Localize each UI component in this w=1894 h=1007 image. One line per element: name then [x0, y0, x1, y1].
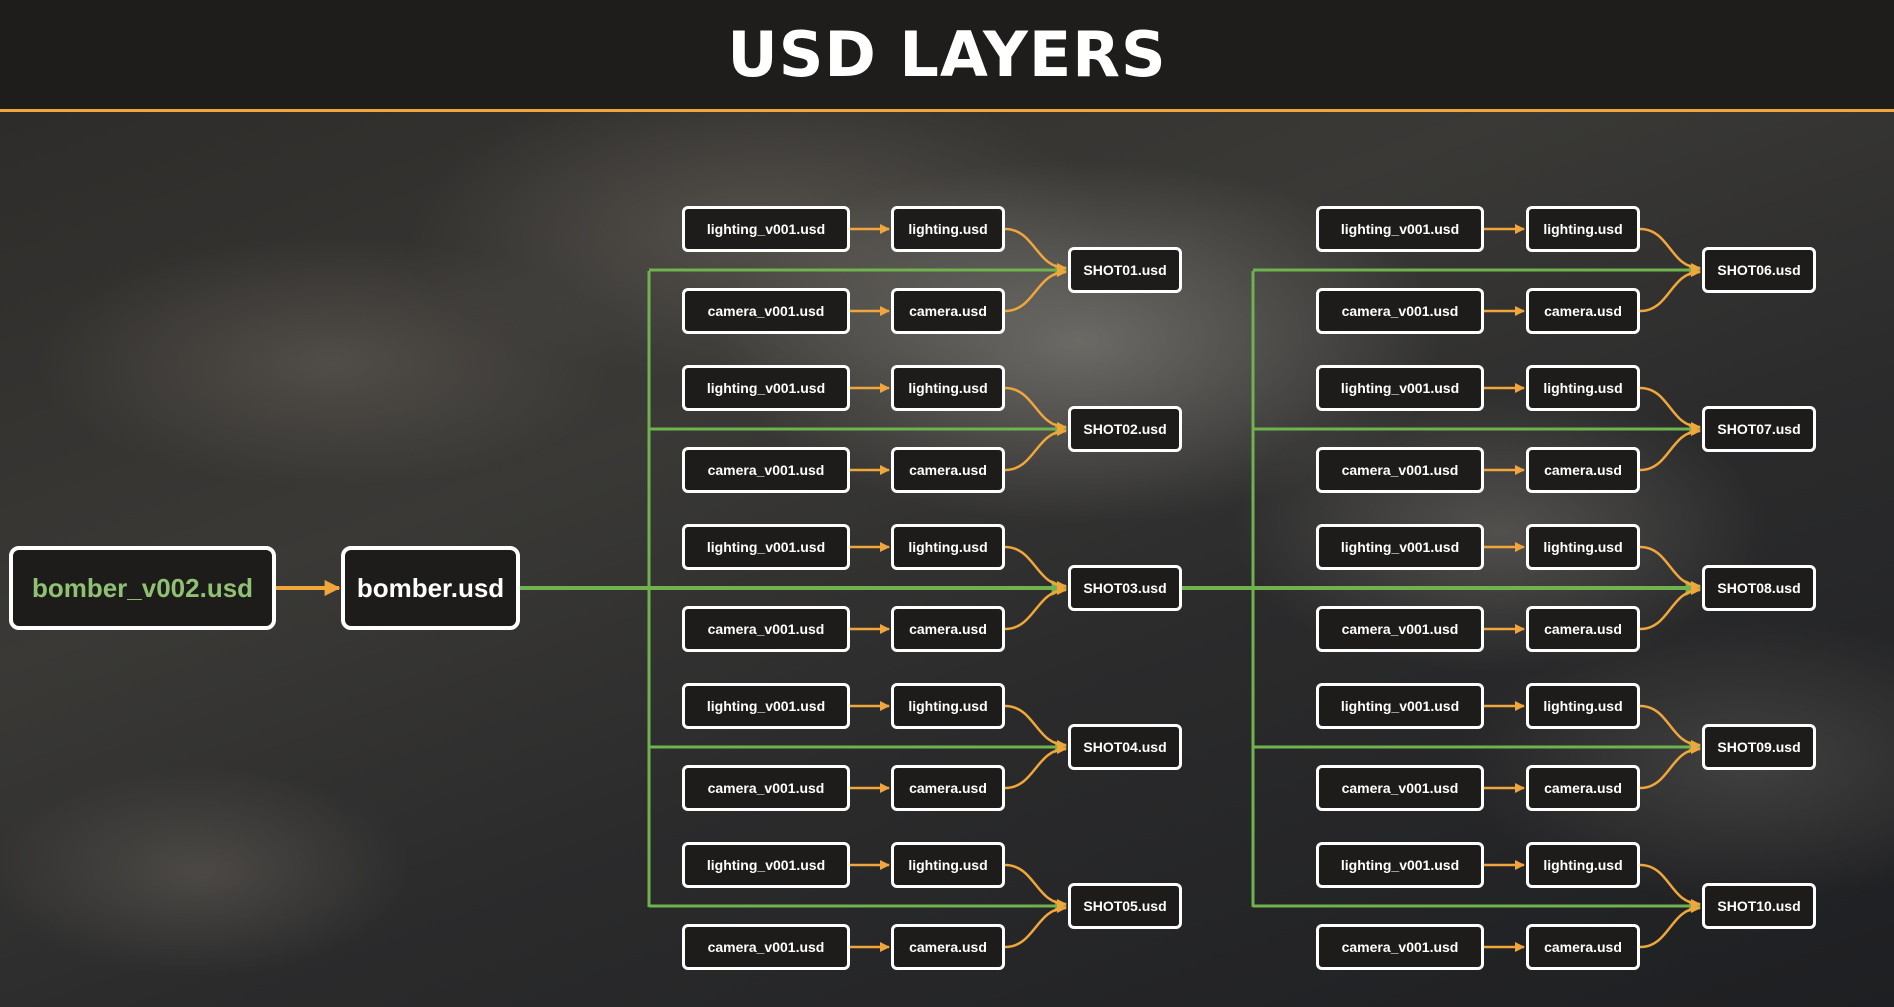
camera-node-3[interactable]: camera.usd	[891, 606, 1005, 652]
root-asset-node[interactable]: bomber.usd	[341, 546, 520, 630]
camera-version-node-10[interactable]: camera_v001.usd	[1316, 924, 1484, 970]
lighting-node-8[interactable]: lighting.usd	[1526, 524, 1640, 570]
lighting-version-node-10[interactable]: lighting_v001.usd	[1316, 842, 1484, 888]
camera-version-node-3[interactable]: camera_v001.usd	[682, 606, 850, 652]
lighting-node-4[interactable]: lighting.usd	[891, 683, 1005, 729]
lighting-version-node-9[interactable]: lighting_v001.usd	[1316, 683, 1484, 729]
lighting-node-10[interactable]: lighting.usd	[1526, 842, 1640, 888]
shot-node-5[interactable]: SHOT05.usd	[1068, 883, 1182, 929]
lighting-node-6[interactable]: lighting.usd	[1526, 206, 1640, 252]
lighting-to-shot-arrow-5	[1004, 863, 1067, 909]
camera-node-4[interactable]: camera.usd	[891, 765, 1005, 811]
camera-to-shot-arrow-3	[1004, 585, 1067, 631]
camera-version-node-7[interactable]: camera_v001.usd	[1316, 447, 1484, 493]
camera-to-shot-arrow-6	[1639, 267, 1701, 313]
lighting-version-node-7[interactable]: lighting_v001.usd	[1316, 365, 1484, 411]
shot-node-1[interactable]: SHOT01.usd	[1068, 247, 1182, 293]
lighting-version-node-3[interactable]: lighting_v001.usd	[682, 524, 850, 570]
lighting-to-shot-arrow-7	[1639, 386, 1701, 432]
lighting-node-5[interactable]: lighting.usd	[891, 842, 1005, 888]
shot-node-7[interactable]: SHOT07.usd	[1702, 406, 1816, 452]
shot-node-6[interactable]: SHOT06.usd	[1702, 247, 1816, 293]
shot-node-10[interactable]: SHOT10.usd	[1702, 883, 1816, 929]
camera-version-node-6[interactable]: camera_v001.usd	[1316, 288, 1484, 334]
camera-to-shot-arrow-10	[1639, 903, 1701, 949]
lighting-version-node-4[interactable]: lighting_v001.usd	[682, 683, 850, 729]
page-title: USD LAYERS	[727, 18, 1167, 91]
camera-to-shot-arrow-4	[1004, 744, 1067, 790]
camera-to-shot-arrow-9	[1639, 744, 1701, 790]
lighting-node-2[interactable]: lighting.usd	[891, 365, 1005, 411]
camera-to-shot-arrow-1	[1004, 267, 1067, 313]
lighting-to-shot-arrow-4	[1004, 704, 1067, 750]
lighting-version-node-1[interactable]: lighting_v001.usd	[682, 206, 850, 252]
lighting-to-shot-arrow-2	[1004, 386, 1067, 432]
camera-to-shot-arrow-2	[1004, 426, 1067, 472]
shot-node-9[interactable]: SHOT09.usd	[1702, 724, 1816, 770]
shot-node-2[interactable]: SHOT02.usd	[1068, 406, 1182, 452]
lighting-version-node-6[interactable]: lighting_v001.usd	[1316, 206, 1484, 252]
lighting-to-shot-arrow-9	[1639, 704, 1701, 750]
shot-node-4[interactable]: SHOT04.usd	[1068, 724, 1182, 770]
camera-version-node-2[interactable]: camera_v001.usd	[682, 447, 850, 493]
lighting-to-shot-arrow-6	[1639, 227, 1701, 273]
root-source-node[interactable]: bomber_v002.usd	[9, 546, 276, 630]
lighting-to-shot-arrow-10	[1639, 863, 1701, 909]
lighting-to-shot-arrow-1	[1004, 227, 1067, 273]
camera-node-9[interactable]: camera.usd	[1526, 765, 1640, 811]
lighting-version-node-8[interactable]: lighting_v001.usd	[1316, 524, 1484, 570]
camera-version-node-9[interactable]: camera_v001.usd	[1316, 765, 1484, 811]
asset-links	[520, 264, 1702, 912]
camera-version-node-4[interactable]: camera_v001.usd	[682, 765, 850, 811]
camera-to-shot-arrow-7	[1639, 426, 1701, 472]
lighting-node-1[interactable]: lighting.usd	[891, 206, 1005, 252]
lighting-version-node-5[interactable]: lighting_v001.usd	[682, 842, 850, 888]
shot-node-3[interactable]: SHOT03.usd	[1068, 565, 1182, 611]
camera-node-10[interactable]: camera.usd	[1526, 924, 1640, 970]
layer-links	[276, 224, 1701, 952]
lighting-node-3[interactable]: lighting.usd	[891, 524, 1005, 570]
camera-to-shot-arrow-5	[1004, 903, 1067, 949]
camera-node-6[interactable]: camera.usd	[1526, 288, 1640, 334]
lighting-version-node-2[interactable]: lighting_v001.usd	[682, 365, 850, 411]
camera-node-8[interactable]: camera.usd	[1526, 606, 1640, 652]
camera-node-5[interactable]: camera.usd	[891, 924, 1005, 970]
camera-node-7[interactable]: camera.usd	[1526, 447, 1640, 493]
camera-to-shot-arrow-8	[1639, 585, 1701, 631]
camera-node-1[interactable]: camera.usd	[891, 288, 1005, 334]
header-bar: USD LAYERS	[0, 0, 1894, 112]
lighting-node-9[interactable]: lighting.usd	[1526, 683, 1640, 729]
lighting-node-7[interactable]: lighting.usd	[1526, 365, 1640, 411]
shot-node-8[interactable]: SHOT08.usd	[1702, 565, 1816, 611]
camera-version-node-1[interactable]: camera_v001.usd	[682, 288, 850, 334]
camera-node-2[interactable]: camera.usd	[891, 447, 1005, 493]
lighting-to-shot-arrow-8	[1639, 545, 1701, 591]
lighting-to-shot-arrow-3	[1004, 545, 1067, 591]
camera-version-node-8[interactable]: camera_v001.usd	[1316, 606, 1484, 652]
camera-version-node-5[interactable]: camera_v001.usd	[682, 924, 850, 970]
